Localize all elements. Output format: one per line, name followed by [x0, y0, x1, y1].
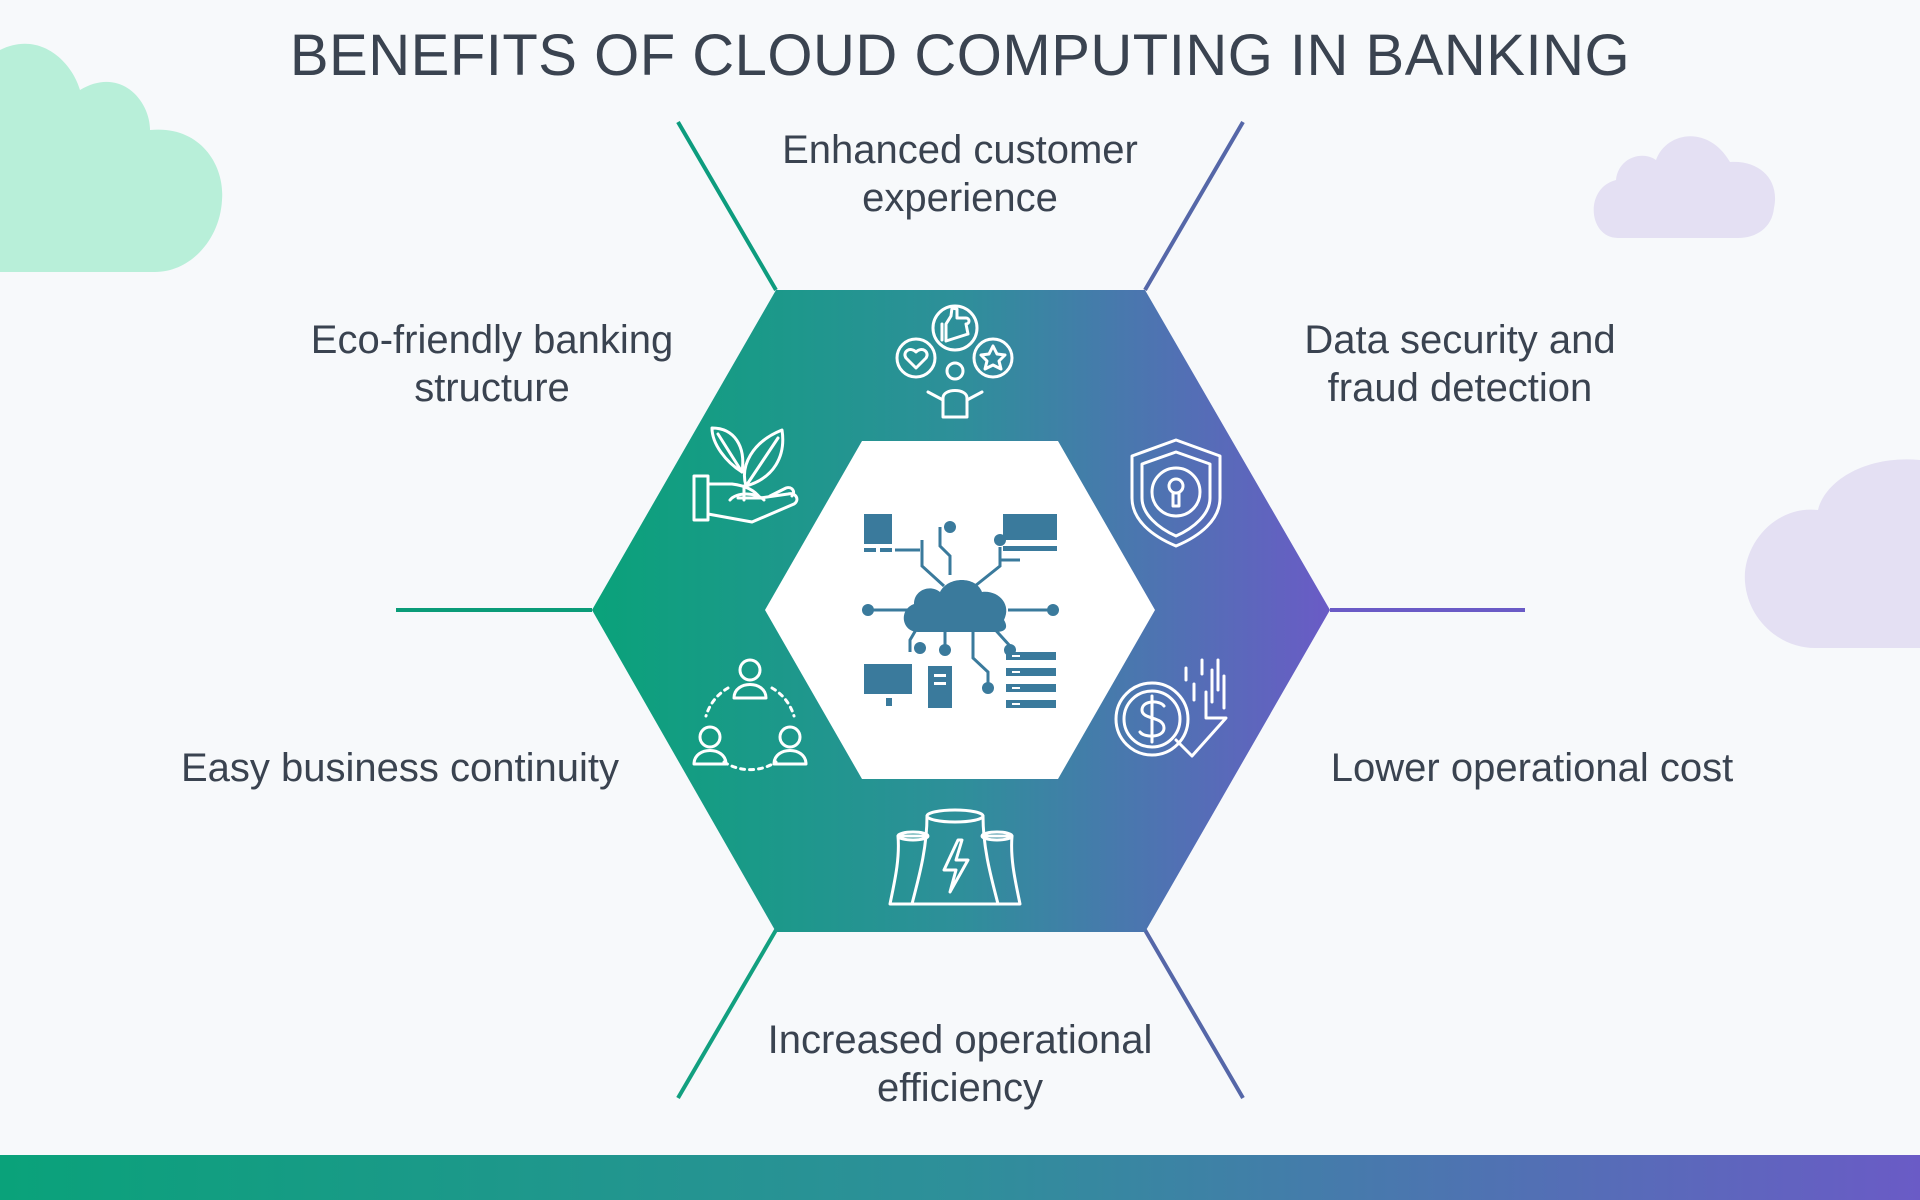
connector-top-right	[1143, 120, 1245, 292]
benefit-label-eco-friendly: Eco-friendly banking structure	[310, 318, 674, 410]
cloud-green-decoration	[0, 43, 223, 272]
benefit-label-business-continuity: Easy business continuity	[180, 746, 619, 790]
benefit-label-lower-cost: Lower operational cost	[1330, 746, 1734, 790]
cloud-purple-small-decoration	[1593, 136, 1776, 238]
benefit-label-data-security: Data security and fraud detection	[1304, 318, 1616, 410]
cost-reduction-icon	[1114, 658, 1228, 758]
team-continuity-icon	[692, 658, 808, 772]
power-plant-icon	[888, 808, 1022, 906]
connector-bottom-right	[1143, 928, 1245, 1100]
connector-top-left	[676, 120, 778, 292]
plant-in-hand-icon	[692, 426, 799, 524]
security-shield-icon	[1130, 438, 1222, 548]
benefit-label-operational-efficiency: Increased operational efficiency	[767, 1018, 1153, 1110]
customer-satisfaction-icon	[895, 304, 1014, 419]
footer-gradient-bar	[0, 1155, 1920, 1200]
cloud-network-icon	[862, 514, 1059, 708]
cloud-purple-large-decoration	[1744, 459, 1920, 648]
connector-bottom-left	[676, 928, 778, 1100]
page-title: BENEFITS OF CLOUD COMPUTING IN BANKING	[289, 23, 1631, 88]
benefit-label-customer-experience: Enhanced customer experience	[782, 128, 1138, 220]
